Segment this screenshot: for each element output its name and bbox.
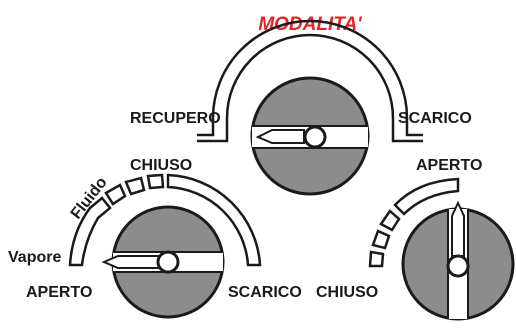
diagram-title: MODALITA' — [258, 14, 363, 35]
mode-selector: RECUPERO SCARICO — [130, 19, 472, 204]
fluid-label-scarico: SCARICO — [228, 284, 302, 301]
mode-label-recupero: RECUPERO — [130, 110, 221, 127]
mode-label-scarico: SCARICO — [398, 110, 472, 127]
mode-selector-arc-guide — [197, 19, 423, 143]
fluid-valve-knob[interactable] — [101, 205, 225, 319]
fluid-knob-hub — [156, 250, 180, 274]
shutoff-knob-pointer — [451, 200, 465, 257]
shutoff-knob-hub — [446, 254, 470, 278]
fluid-label-chiuso: CHIUSO — [130, 157, 192, 174]
fluid-knob-pointer — [101, 255, 161, 269]
shutoff-valve: APERTO CHIUSO — [316, 157, 515, 321]
fluid-label-vapore: Vapore — [8, 249, 61, 266]
fluid-label-aperto: APERTO — [26, 284, 92, 301]
mode-knob-hub — [303, 125, 327, 149]
fluid-valve-arc-guide — [68, 173, 262, 267]
shutoff-valve-arc-guide — [368, 177, 460, 268]
fluid-valve: CHIUSO Fluido Vapore APERTO SCARICO — [8, 157, 302, 319]
shutoff-valve-knob[interactable] — [401, 200, 515, 321]
shutoff-label-chiuso: CHIUSO — [316, 284, 378, 301]
shutoff-label-aperto: APERTO — [416, 157, 482, 174]
mode-selector-knob[interactable] — [250, 76, 370, 204]
